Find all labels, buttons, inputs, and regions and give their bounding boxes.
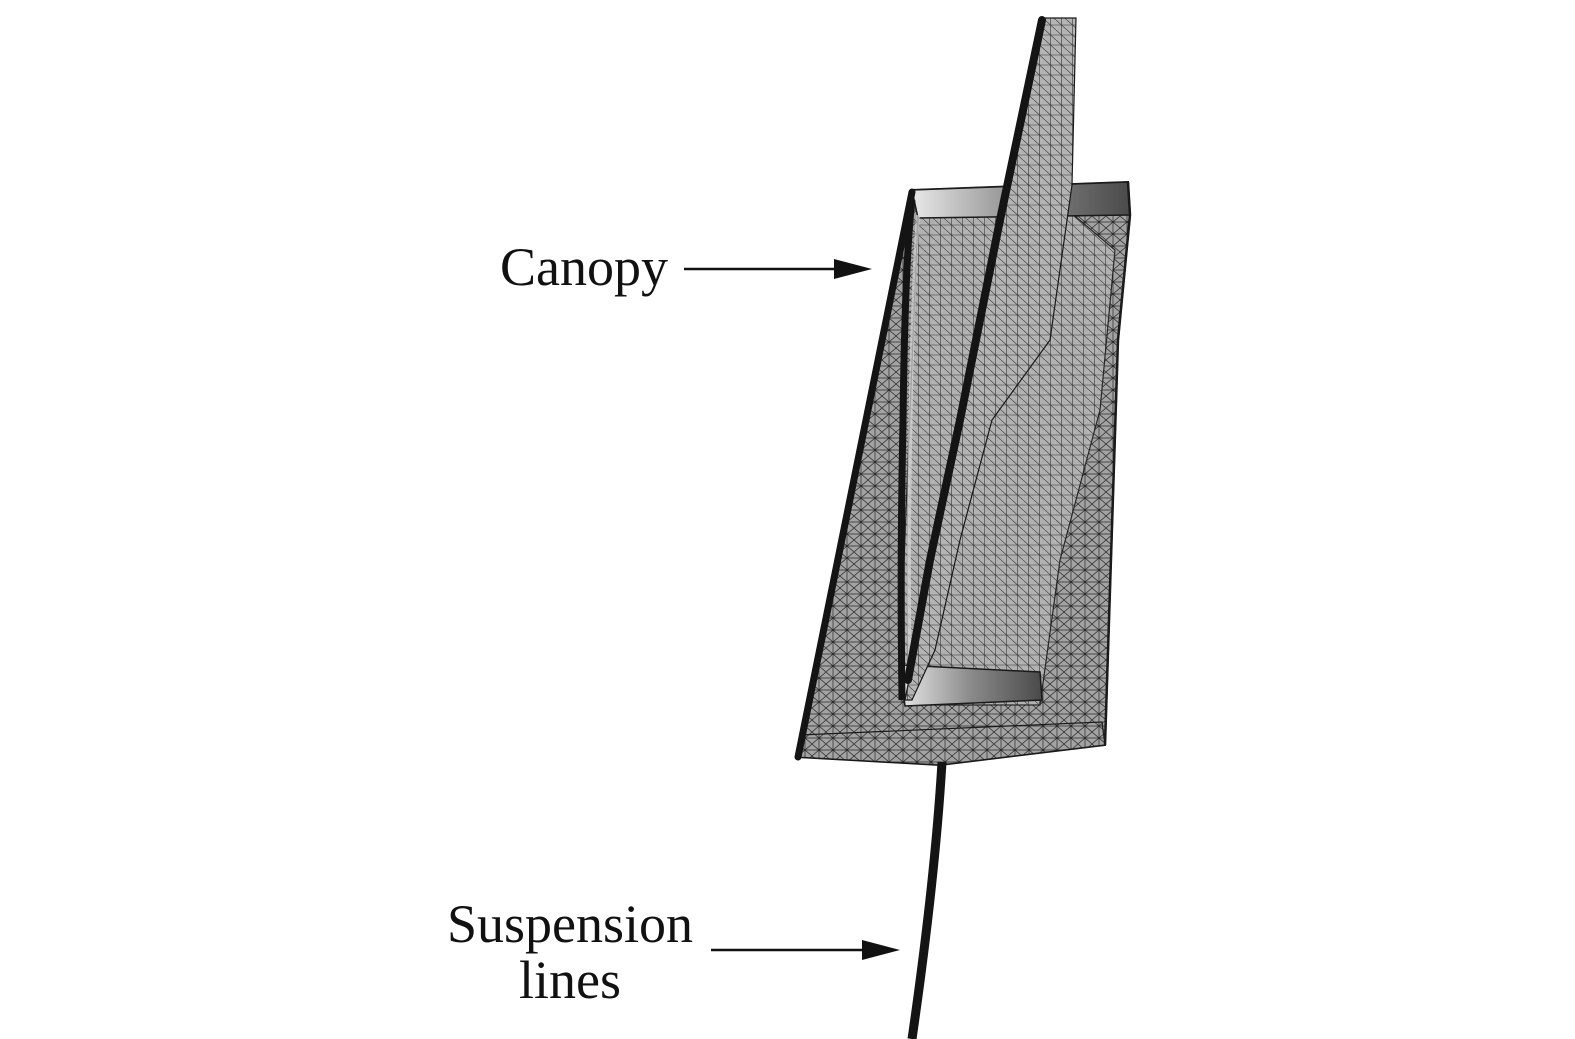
- canopy-riser-strip: [904, 17, 1077, 701]
- canopy-label: Canopy: [500, 237, 668, 297]
- suspension-lines-label-line1: Suspension: [446, 894, 694, 954]
- canopy-outer-left-edge: [794, 188, 916, 761]
- canopy-arrow: [684, 259, 872, 279]
- suspension-lines-label-line2: lines: [519, 950, 621, 1011]
- canopy-leading-edge: [904, 16, 1046, 684]
- suspension-lines-label: Suspension lines: [444, 896, 696, 1008]
- suspension-line: [907, 761, 947, 1039]
- canopy-fold-left-edge: [897, 199, 916, 701]
- suspension-lines-arrow: [711, 940, 900, 960]
- canopy-outer-right-edge: [1103, 181, 1132, 746]
- canopy-fold-left-shade: [907, 214, 920, 691]
